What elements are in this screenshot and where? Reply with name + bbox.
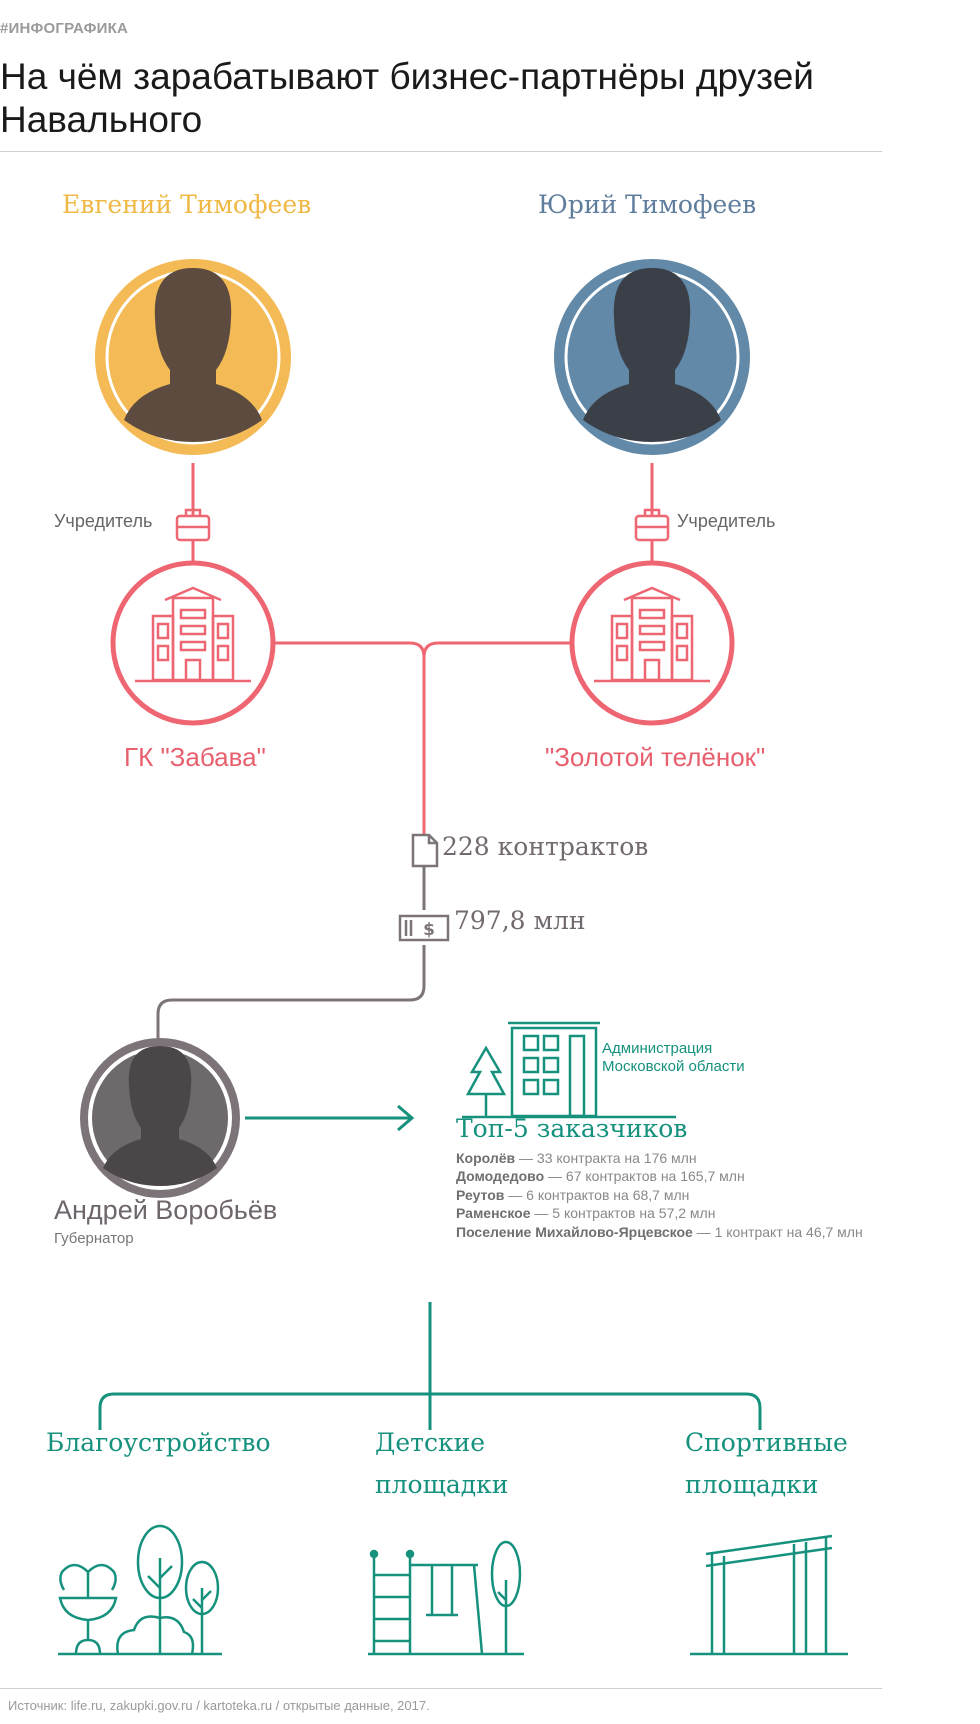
connectors xyxy=(98,463,762,1430)
company-2-name: "Золотой телёнок" xyxy=(545,742,766,772)
page-title: На чём зарабатывают бизнес-партнёры друз… xyxy=(0,56,814,140)
source-note: Источник: life.ru, zakupki.gov.ru / kart… xyxy=(8,1698,430,1713)
playground-icon xyxy=(368,1540,524,1656)
person-2-avatar xyxy=(554,259,750,455)
person-silhouette-icon xyxy=(124,268,262,442)
person-1-role: Учредитель xyxy=(54,511,153,531)
footer-divider xyxy=(0,1688,882,1689)
tree-icon xyxy=(136,1524,184,1654)
section-tag: #ИНФОГРАФИКА xyxy=(0,20,129,37)
tree-icon xyxy=(184,1560,220,1654)
top-customer-row: Домодедово — 67 контрактов на 165,7 млн xyxy=(456,1168,745,1184)
company-1-name: ГК "Забава" xyxy=(124,742,266,772)
governor-role: Губернатор xyxy=(54,1230,134,1247)
tree-icon xyxy=(465,1045,507,1117)
person-silhouette-icon xyxy=(583,268,721,442)
contracts-amount: 797,8 млн xyxy=(454,906,586,935)
person-2-name: Юрий Тимофеев xyxy=(538,190,757,219)
top-customer-row: Королёв — 33 контракта на 176 млн xyxy=(456,1150,697,1166)
person-2-role: Учредитель xyxy=(677,511,776,531)
governor-name: Андрей Воробьёв xyxy=(54,1195,278,1225)
title-divider xyxy=(0,151,882,152)
category-landscaping: Благоустройство xyxy=(46,1428,271,1457)
company-1-badge xyxy=(110,560,276,726)
briefcase-icon xyxy=(634,508,670,542)
administration-label-line1: Администрация xyxy=(602,1040,713,1057)
banknote-icon: $ xyxy=(398,914,450,942)
arrow-right-icon xyxy=(397,1104,415,1132)
building-icon xyxy=(594,586,710,683)
tree-icon xyxy=(490,1540,522,1654)
top-customer-row: Поселение Михайлово-Ярцевское — 1 контра… xyxy=(456,1224,863,1240)
document-icon xyxy=(411,833,439,868)
svg-text:$: $ xyxy=(423,920,435,940)
governor-avatar xyxy=(80,1038,240,1198)
administration-building-icon xyxy=(462,1021,676,1119)
building-icon xyxy=(135,586,251,683)
administration-label-line2: Московской области xyxy=(602,1058,745,1075)
top-customer-row: Раменское — 5 контрактов на 57,2 млн xyxy=(456,1205,716,1221)
sports-frame-icon xyxy=(690,1534,848,1656)
person-1-avatar xyxy=(95,259,291,455)
top-customers-title: Топ-5 заказчиков xyxy=(456,1114,688,1143)
top-customer-row: Реутов — 6 контрактов на 68,7 млн xyxy=(456,1187,690,1203)
person-1-name: Евгений Тимофеев xyxy=(62,190,312,219)
contracts-count: 228 контрактов xyxy=(442,832,649,861)
person-silhouette-icon xyxy=(103,1046,217,1186)
briefcase-icon xyxy=(175,508,211,542)
fountain-park-icon xyxy=(58,1524,222,1656)
fountain-icon xyxy=(58,1563,118,1655)
company-2-badge xyxy=(569,560,735,726)
